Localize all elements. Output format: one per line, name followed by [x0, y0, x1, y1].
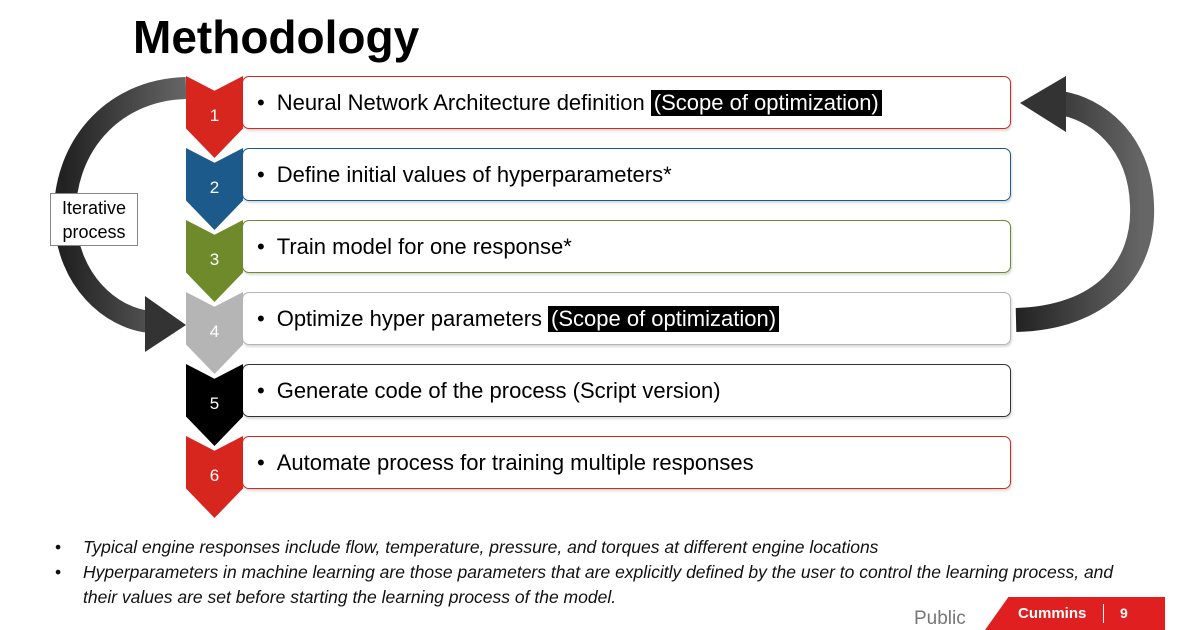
scope-highlight: (Scope of optimization): [650, 89, 882, 116]
step-box: •Optimize hyper parameters (Scope of opt…: [242, 292, 1011, 345]
right-curved-arrow-icon: [1015, 76, 1155, 332]
footnotes: •Typical engine responses include flow, …: [55, 535, 1135, 610]
step-box: •Automate process for training multiple …: [242, 436, 1011, 489]
step-number: 1: [209, 106, 220, 125]
scope-highlight: (Scope of optimization): [548, 305, 780, 332]
brand-banner: Cummins 9: [985, 597, 1165, 630]
step-text: Train model for one response*: [276, 233, 572, 259]
step-number: 4: [209, 322, 220, 341]
step-row: 1 •Neural Network Architecture definitio…: [186, 76, 1011, 158]
step-box: •Generate code of the process (Script ve…: [242, 364, 1011, 417]
step-text: Define initial values of hyperparameters…: [276, 161, 672, 187]
step-box: •Train model for one response*: [242, 220, 1011, 273]
step-number: 2: [209, 178, 220, 197]
step-number: 6: [209, 466, 220, 485]
footnote-item: •Hyperparameters in machine learning are…: [55, 562, 1114, 607]
classification-label: Public: [914, 608, 966, 629]
step-box: •Define initial values of hyperparameter…: [242, 148, 1011, 201]
cummins-logo: Cummins: [1018, 605, 1087, 622]
page-number: 9: [1120, 605, 1128, 621]
step-text: Generate code of the process (Script ver…: [276, 377, 721, 403]
slide-title: Methodology: [133, 11, 420, 63]
step-row: 6 •Automate process for training multipl…: [186, 436, 1011, 518]
step-row: 3 •Train model for one response*: [186, 220, 1011, 302]
step-text: Automate process for training multiple r…: [276, 449, 754, 475]
step-number: 5: [209, 394, 220, 413]
footnote-item: •Typical engine responses include flow, …: [55, 537, 879, 557]
step-number: 3: [209, 250, 220, 269]
step-text: Neural Network Architecture definition: [276, 89, 645, 115]
step-row: 5 •Generate code of the process (Script …: [186, 364, 1011, 446]
iterative-process-label: Iterative process: [50, 193, 138, 246]
divider: [1103, 604, 1104, 623]
step-text: Optimize hyper parameters: [276, 305, 543, 331]
